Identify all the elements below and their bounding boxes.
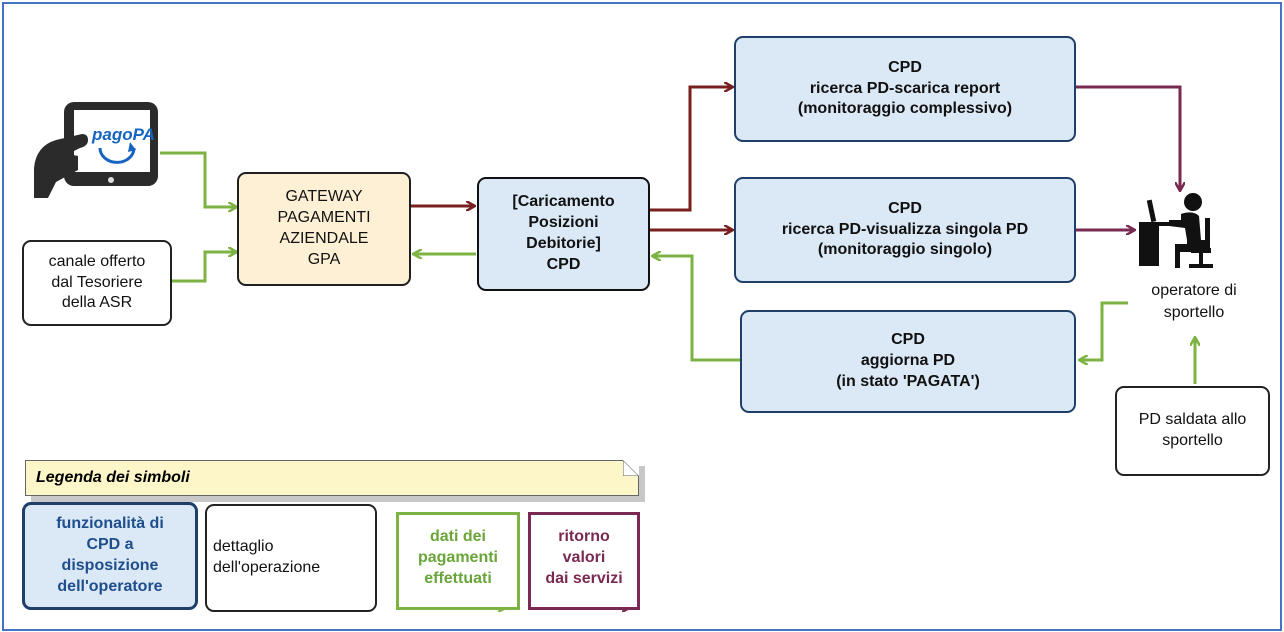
caricamento-posizioni-box: [Caricamento Posizioni Debitorie] CPD	[477, 177, 650, 291]
operatore-line-2: sportello	[1163, 304, 1225, 322]
legend-funzionalita-line-3: disposizione	[61, 557, 159, 574]
arrow-report-to-operatore	[1076, 85, 1180, 190]
legend-ritorno-line-2: valori	[562, 548, 606, 566]
pagopa-logo-text: pagoPA	[91, 125, 155, 144]
caricamento-line-4: CPD	[546, 255, 581, 273]
canale-line-1: canale offerto	[48, 252, 146, 270]
aggiorna-line-1: CPD	[891, 331, 925, 349]
report-line-2: ricerca PD-scarica report	[809, 79, 1001, 97]
legend-dettaglio-line-1: dettaglio	[213, 538, 274, 556]
report-line-1: CPD	[888, 58, 922, 76]
pd-saldata-line-2: sportello	[1162, 432, 1223, 449]
legend-funzionalita-box: funzionalità di CPD a disposizione dell'…	[22, 502, 198, 610]
ricerca-report-box: CPD ricerca PD-scarica report (monitorag…	[734, 36, 1076, 142]
report-line-3: (monitoraggio complessivo)	[797, 100, 1013, 118]
legend-title-text: Legenda dei simboli	[36, 469, 190, 486]
legend-funzionalita-line-1: funzionalità di	[56, 515, 164, 533]
pd-saldata-line-1: PD saldata allo	[1138, 411, 1247, 429]
aggiorna-line-3: (in stato 'PAGATA')	[836, 372, 980, 390]
ricerca-singola-box: CPD ricerca PD-visualizza singola PD (mo…	[734, 177, 1076, 283]
legend-title: Legenda dei simboli	[25, 460, 639, 496]
arrow-operatore-to-aggiorna	[1080, 301, 1128, 360]
aggiorna-line-2: aggiorna PD	[860, 352, 956, 370]
legend-ritorno-valori: ritorno valori dai servizi	[528, 512, 640, 610]
legend-dati-line-1: dati dei	[429, 528, 486, 545]
legend-dati-pagamenti: dati dei pagamenti effettuati	[396, 512, 520, 610]
pd-saldata-box: PD saldata allo sportello	[1115, 386, 1270, 476]
gateway-line-1: GATEWAY	[285, 188, 363, 206]
caricamento-line-1: [Caricamento	[512, 193, 615, 211]
caricamento-line-2: Posizioni	[528, 214, 599, 232]
gateway-line-2: PAGAMENTI	[277, 209, 371, 227]
singola-line-2: ricerca PD-visualizza singola PD	[781, 220, 1029, 238]
canale-tesoriere-box: canale offerto dal Tesoriere della ASR	[22, 240, 172, 326]
gateway-line-4: GPA	[307, 250, 341, 268]
operatore-line-1: operatore di	[1151, 282, 1237, 299]
arrow-aggiorna-to-caricamento	[653, 256, 740, 362]
legend-dati-line-2: pagamenti	[417, 548, 498, 566]
singola-line-3: (monitoraggio singolo)	[817, 241, 993, 259]
legend-funzionalita-line-2: CPD a	[86, 536, 134, 554]
canale-line-3: della ASR	[61, 294, 133, 312]
aggiorna-pd-box: CPD aggiorna PD (in stato 'PAGATA')	[740, 310, 1076, 413]
caricamento-line-3: Debitorie]	[526, 235, 601, 252]
operatore-label: operatore di sportello	[1128, 280, 1260, 325]
singola-line-1: CPD	[888, 199, 922, 217]
legend-dati-line-3: effettuati	[424, 569, 492, 587]
desk-operator-icon	[1139, 193, 1213, 268]
legend-dettaglio-box: dettaglio dell'operazione	[205, 504, 377, 612]
arrow-caricamento-to-report	[650, 87, 732, 212]
canale-line-2: dal Tesoriere	[51, 273, 143, 291]
arrow-tablet-to-gateway	[160, 151, 236, 207]
legend-funzionalita-line-4: dell'operatore	[57, 577, 163, 595]
legend-dettaglio-line-2: dell'operazione	[213, 559, 321, 576]
legend-fold-corner	[623, 460, 639, 476]
legend-ritorno-line-1: ritorno	[558, 528, 610, 545]
arrow-canale-to-gateway	[172, 252, 236, 283]
tablet-pagopa-icon: pagoPA	[34, 102, 158, 198]
gateway-gpa-box: GATEWAY PAGAMENTI AZIENDALE GPA	[237, 172, 411, 286]
legend-ritorno-line-3: dai servizi	[545, 569, 623, 587]
gateway-line-3: AZIENDALE	[279, 230, 369, 247]
